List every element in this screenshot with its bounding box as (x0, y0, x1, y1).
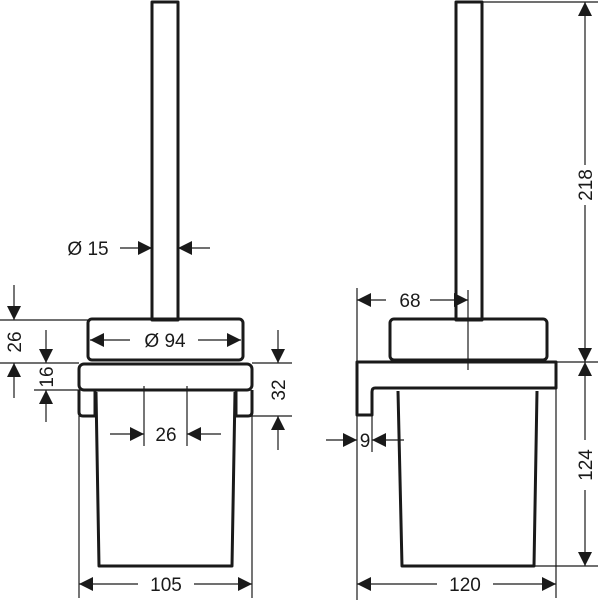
dim-lid-diameter: Ø 94 (144, 331, 186, 352)
wall-bracket (355, 360, 558, 417)
dim-handle-offset: 68 (399, 291, 420, 312)
glass-cup (94, 391, 237, 568)
dim-handle-diameter: Ø 15 (67, 239, 108, 260)
glass-cup (396, 390, 539, 568)
dim-tab-height: 32 (269, 379, 290, 400)
brush-handle (454, 0, 484, 322)
right-tab (234, 390, 254, 418)
dim-body-height: 124 (576, 449, 597, 481)
dim-wall-thickness: 9 (360, 431, 371, 452)
dim-hole-spacing: 26 (155, 425, 176, 446)
holder-cap (77, 362, 254, 392)
front-view: Ø 15 Ø 94 26 16 32 26 105 (0, 0, 292, 598)
dim-lid-height: 26 (5, 331, 26, 352)
left-tab (77, 390, 97, 418)
dim-cap-height: 16 (37, 366, 58, 387)
lid (86, 317, 245, 362)
dim-overall-width: 105 (150, 575, 182, 596)
dim-overall-depth: 120 (449, 575, 481, 596)
brush-handle (150, 0, 180, 322)
dim-handle-height: 218 (576, 169, 597, 201)
side-view: 68 9 218 124 120 (326, 0, 598, 600)
